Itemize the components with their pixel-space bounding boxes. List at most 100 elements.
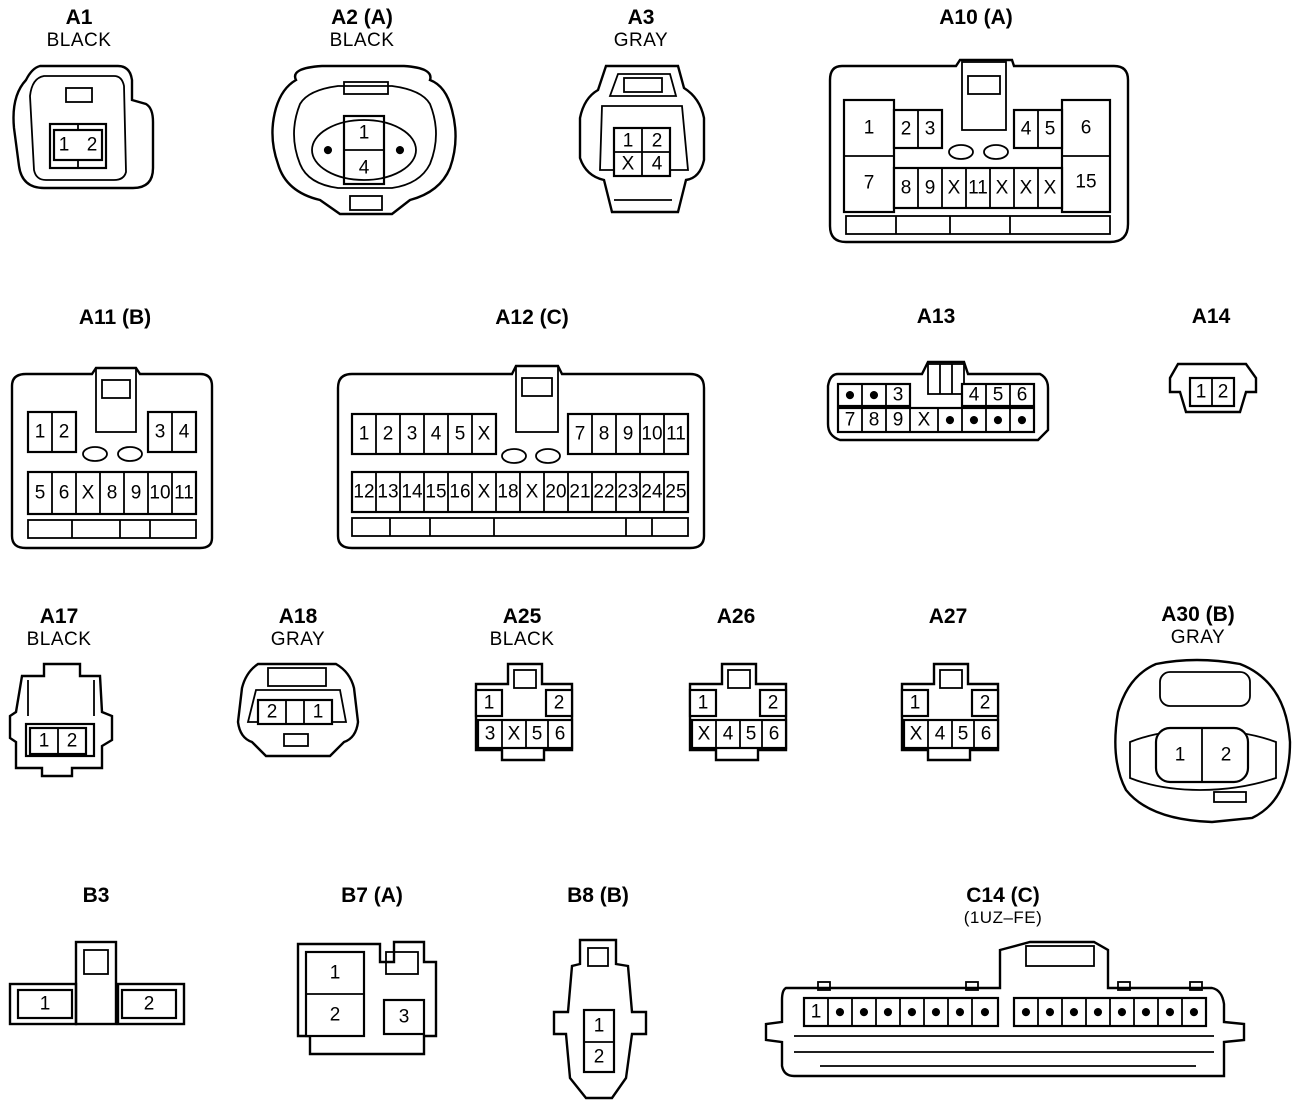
connector-a30 [1114, 658, 1292, 824]
connector-code: A26 [716, 605, 756, 628]
pin-label-c14: ● [979, 1002, 990, 1023]
pin-label-b7: 2 [330, 1005, 341, 1026]
pin-label-a10: 8 [901, 178, 912, 199]
pin-label-a13: ● [992, 410, 1003, 431]
connector-a2 [271, 64, 457, 216]
connector-c14 [764, 940, 1246, 1078]
pin-label-c14: ● [1140, 1002, 1151, 1023]
connector-code: A13 [916, 305, 956, 328]
connector-code: A14 [1191, 305, 1231, 328]
pin-label-a10: 15 [1075, 172, 1096, 193]
connector-code: A3 [627, 6, 655, 29]
pin-label-a1: 2 [87, 135, 98, 156]
pin-label-a10: X [1044, 178, 1057, 199]
pin-label-a10: 9 [925, 178, 936, 199]
pin-label-c14: ● [1116, 1002, 1127, 1023]
pin-label-a26: 2 [768, 693, 779, 714]
connector-color: BLACK [26, 629, 92, 651]
pin-label-a13: 6 [1017, 385, 1028, 406]
pin-label-a10: 2 [901, 119, 912, 140]
pin-label-a13: X [918, 410, 931, 431]
pin-label-a25: 5 [532, 724, 543, 745]
pin-label-a13: ● [844, 385, 855, 406]
pin-label-a10: 3 [925, 119, 936, 140]
pin-label-a12: 16 [449, 482, 470, 503]
connector-color: BLACK [46, 30, 112, 52]
pin-label-a27: 6 [981, 724, 992, 745]
connector-a17 [8, 662, 114, 778]
pin-label-a13: 3 [893, 385, 904, 406]
connector-color: BLACK [329, 30, 395, 52]
pin-label-a2: 4 [359, 158, 370, 179]
pin-label-a3: X [622, 154, 635, 175]
pin-label-a11: 5 [35, 483, 46, 504]
pin-label-b8: 1 [594, 1016, 605, 1037]
pin-label-a13: 8 [869, 410, 880, 431]
pin-label-b3: 2 [144, 994, 155, 1015]
pin-label-a30: 1 [1175, 745, 1186, 766]
connector-code: C14 (C) [966, 884, 1040, 907]
pin-label-a11: 4 [179, 422, 190, 443]
pin-label-a27: 4 [935, 724, 946, 745]
pin-label-a10: X [948, 178, 961, 199]
pin-label-c14: ● [1164, 1002, 1175, 1023]
pin-label-a17: 1 [39, 731, 50, 752]
pin-label-a13: ● [944, 410, 955, 431]
connector-color: BLACK [489, 629, 555, 651]
pin-label-c14: ● [1020, 1002, 1031, 1023]
pin-label-a12: 2 [383, 424, 394, 445]
connector-a11 [10, 366, 214, 550]
connector-label-b7: B7 (A) [341, 884, 403, 908]
connector-a14 [1168, 362, 1258, 414]
pin-label-a12: 14 [401, 482, 423, 503]
pin-label-a12: 1 [359, 424, 370, 445]
pin-label-a12: 24 [641, 482, 663, 503]
connector-code: A12 (C) [495, 306, 569, 329]
connector-b3 [8, 940, 186, 1026]
pin-label-a25: 3 [485, 724, 496, 745]
connector-label-c14: C14 (C) (1UZ–FE) [964, 884, 1043, 928]
pin-label-a12: 22 [593, 482, 614, 503]
pin-label-a10: 5 [1045, 119, 1056, 140]
connector-color: GRAY [270, 629, 326, 651]
connector-code: A27 [928, 605, 968, 628]
pin-label-c14: ● [834, 1002, 845, 1023]
pin-label-c14: ● [954, 1002, 965, 1023]
pin-label-a17: 2 [67, 731, 78, 752]
pin-label-a3: 4 [652, 154, 663, 175]
pin-label-a25: 2 [554, 693, 565, 714]
pin-label-a10: X [996, 178, 1009, 199]
pin-label-b7: 3 [399, 1007, 410, 1028]
pin-label-a12: X [478, 424, 491, 445]
pin-label-a12: 9 [623, 424, 634, 445]
pin-label-a12: 11 [666, 424, 686, 445]
connector-code: B7 (A) [341, 884, 403, 907]
connector-b8 [552, 938, 648, 1100]
pin-label-a12: 25 [665, 482, 686, 503]
connector-a27 [900, 662, 1000, 762]
pin-label-a11: 3 [155, 422, 166, 443]
connector-label-a26: A26 [717, 605, 756, 629]
connector-label-a17: A17 BLACK [27, 605, 92, 651]
connector-label-a2: A2 (A) BLACK [330, 6, 395, 52]
pin-label-c14: 1 [811, 1002, 822, 1023]
pin-label-b3: 1 [40, 994, 51, 1015]
connector-code: A2 (A) [331, 6, 393, 29]
pin-label-a30: 2 [1221, 745, 1232, 766]
pin-label-a12: 4 [431, 424, 442, 445]
pin-label-a11: 10 [149, 483, 170, 504]
pin-label-c14: ● [1092, 1002, 1103, 1023]
pin-label-a26: X [698, 724, 711, 745]
pin-label-a27: 2 [980, 693, 991, 714]
pin-label-a11: 1 [35, 422, 46, 443]
pin-label-a12: X [478, 482, 491, 503]
connector-a10 [828, 58, 1130, 244]
pin-label-a26: 1 [698, 693, 709, 714]
pin-label-a10: 7 [864, 173, 875, 194]
connector-a12 [336, 364, 706, 550]
connector-label-a27: A27 [929, 605, 968, 629]
pin-label-a13: 7 [845, 410, 856, 431]
pin-label-a10: 11 [968, 178, 988, 199]
connector-a26 [688, 662, 788, 762]
